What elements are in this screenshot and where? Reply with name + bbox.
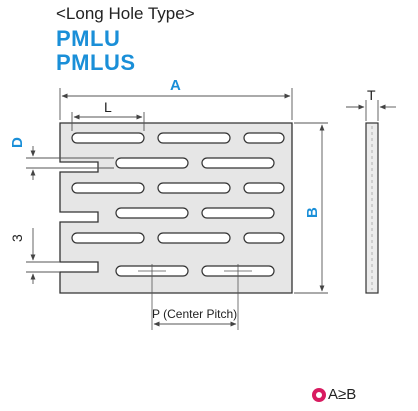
dimension-l (71, 112, 145, 131)
slot (157, 182, 231, 194)
slot (157, 232, 231, 244)
dimension-t (346, 100, 396, 121)
dimension-a-label: A (170, 77, 181, 94)
slot (201, 207, 275, 219)
footnote-condition: A≥B (328, 386, 357, 403)
slot (157, 132, 231, 144)
slot (243, 132, 285, 144)
model-pmlu: PMLU (56, 26, 121, 51)
dimension-3-label: 3 (9, 234, 25, 242)
footnote: A≥B (312, 386, 356, 403)
dimension-b-label: B (304, 207, 321, 218)
slot (115, 207, 189, 219)
dimension-d (26, 146, 114, 180)
dimension-3 (26, 228, 60, 284)
dimension-t-label: T (367, 87, 376, 103)
type-label: <Long Hole Type> (56, 4, 195, 23)
slot (243, 232, 285, 244)
slot (201, 157, 275, 169)
center-lines (138, 264, 252, 330)
slot (243, 182, 285, 194)
model-pmlus: PMLUS (56, 50, 136, 75)
dimension-b (294, 122, 328, 294)
dimension-d-label: D (9, 137, 26, 148)
dimension-l-label: L (104, 99, 112, 115)
side-view (365, 122, 379, 294)
dimension-p-label: P (Center Pitch) (152, 307, 237, 321)
info-icon (312, 387, 326, 402)
slot (71, 232, 145, 244)
slot (71, 132, 145, 144)
slot (115, 157, 189, 169)
dimension-a (59, 88, 293, 120)
slot (71, 182, 145, 194)
